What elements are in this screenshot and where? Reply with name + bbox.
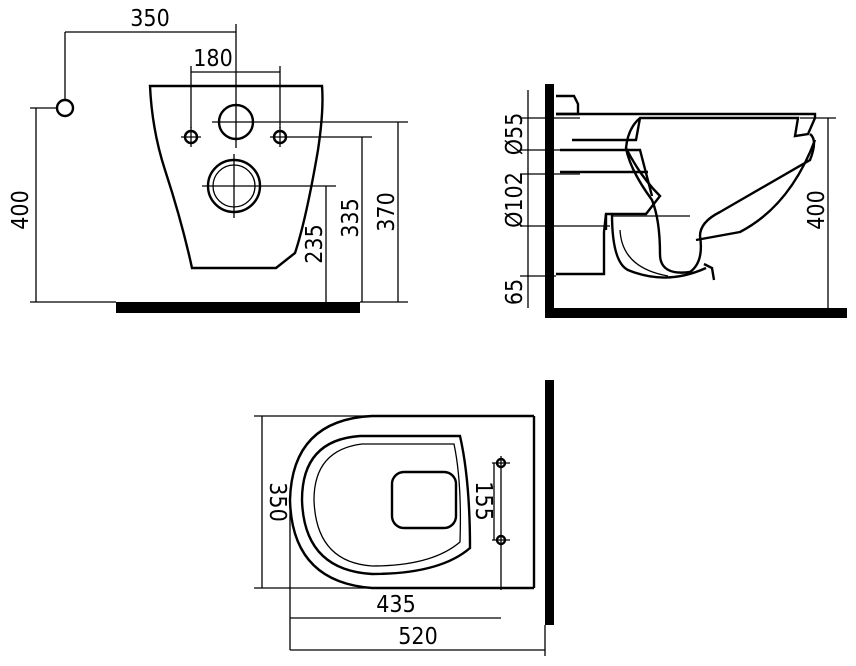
dim-depth-total: 520 [398, 624, 438, 650]
side-view: Ø55 Ø102 65 400 [502, 84, 847, 318]
top-view: 155 350 435 520 [254, 380, 554, 656]
toilet-front-outline [148, 84, 324, 270]
side-bowl-outline [556, 112, 817, 276]
dim-outlet-height: 235 [302, 224, 328, 264]
top-opening [390, 470, 458, 530]
dim-bolt-height: 335 [338, 198, 364, 238]
dim-outlet-dia: Ø102 [502, 172, 528, 228]
floor-slab [116, 302, 360, 313]
dim-width-to-pipe: 350 [130, 6, 170, 32]
side-floor [545, 308, 847, 318]
dim-top-width: 350 [264, 482, 290, 522]
front-view: 350 180 400 235 335 370 [8, 6, 408, 313]
dim-floor-offset: 65 [502, 279, 528, 305]
dim-bolt-spacing: 180 [193, 46, 233, 72]
dim-inlet-dia: Ø55 [502, 113, 528, 156]
side-wall [545, 84, 554, 318]
top-seat-outline [300, 434, 472, 576]
dim-height-left: 400 [8, 190, 34, 230]
dim-top-bolt-spacing: 155 [470, 481, 496, 521]
dim-total-height: 400 [804, 190, 830, 230]
supply-pipe-circle [55, 98, 75, 118]
dim-depth-bowl: 435 [376, 592, 416, 618]
top-wall [545, 380, 554, 625]
dim-top-height: 370 [374, 192, 400, 232]
